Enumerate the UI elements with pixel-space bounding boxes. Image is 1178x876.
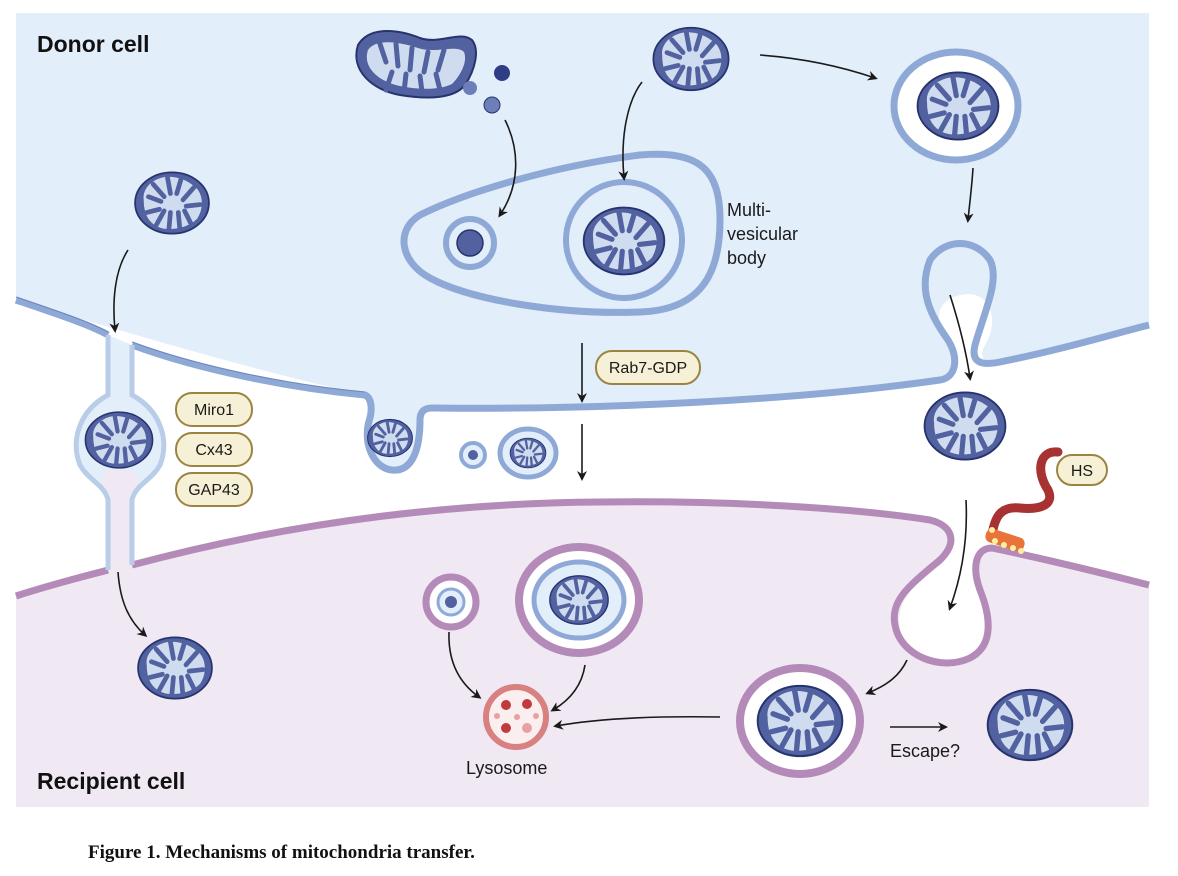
arrow-vesicle-to-membrane [963, 167, 974, 223]
arrow-to-endocytic-vesicle [865, 659, 908, 696]
mitochondrion-recipient-left [138, 637, 212, 698]
arrow-fragment-to-mvb [498, 119, 517, 218]
arrow-to-nanotube [109, 249, 129, 333]
fragmenting-mitochondrion [355, 30, 510, 114]
mvb-label-line2: vesicular [727, 224, 798, 244]
hs-pill: HS [1056, 454, 1108, 486]
recipient-cell-label: Recipient cell [37, 768, 185, 794]
recipient-membrane [14, 498, 1150, 667]
mitochondrion-donor-left [135, 172, 209, 233]
heparan-sulfate-proteoglycan [985, 447, 1063, 554]
mitochondrion-extracellular-vesicle [508, 437, 548, 469]
arrow-endocytosis [947, 499, 968, 611]
mitochondrion-in-vesicle-top-right [918, 72, 999, 139]
figure-caption: Figure 1. Mechanisms of mitochondria tra… [88, 842, 475, 863]
mitochondrion-in-endocytic-vesicle [758, 686, 843, 756]
arrows [109, 54, 974, 732]
arrow-small-vesicle-to-lysosome [448, 631, 482, 699]
cx43-pill: Cx43 [175, 432, 253, 467]
arrow-out-of-nanotube [117, 571, 148, 637]
arrow-vesicle-to-lysosome [553, 715, 721, 730]
mvb-label-line1: Multi- [727, 200, 771, 220]
mvb-label-line3: body [727, 248, 766, 268]
extracellular-small-vesicle [459, 441, 487, 469]
lysosome-label: Lysosome [466, 758, 547, 778]
arrow-exocytosis [949, 294, 974, 381]
escape-label: Escape? [890, 741, 960, 761]
arrow-endosome-to-lysosome [550, 664, 586, 712]
mitochondrion-free-extracellular [925, 392, 1006, 459]
mitochondrion-escaped [988, 690, 1073, 760]
svg-text:Cx43: Cx43 [195, 442, 232, 459]
endosome-small-vesicle [422, 573, 480, 631]
arrow-mito-to-mvb [618, 81, 643, 181]
svg-text:Miro1: Miro1 [194, 402, 234, 419]
mitochondrion-in-mvb [584, 208, 665, 275]
donor-membrane [14, 240, 1150, 474]
small-vesicle-in-mvb [443, 216, 497, 270]
gap43-pill: GAP43 [175, 472, 253, 507]
mitochondrion-in-endosome [548, 573, 610, 627]
svg-text:HS: HS [1071, 463, 1093, 480]
donor-cell-label: Donor cell [37, 31, 149, 57]
lysosome [483, 684, 549, 750]
mitochondrion-budding [366, 418, 414, 458]
svg-text:GAP43: GAP43 [188, 482, 240, 499]
miro1-pill: Miro1 [175, 392, 253, 427]
mitochondrion-in-nanotube [85, 412, 152, 468]
svg-text:Rab7-GDP: Rab7-GDP [609, 360, 687, 377]
arrow-mito-to-vesicle [759, 54, 878, 81]
rab7-gdp-pill: Rab7-GDP [595, 350, 701, 385]
mitochondrion-donor-top [653, 28, 728, 90]
